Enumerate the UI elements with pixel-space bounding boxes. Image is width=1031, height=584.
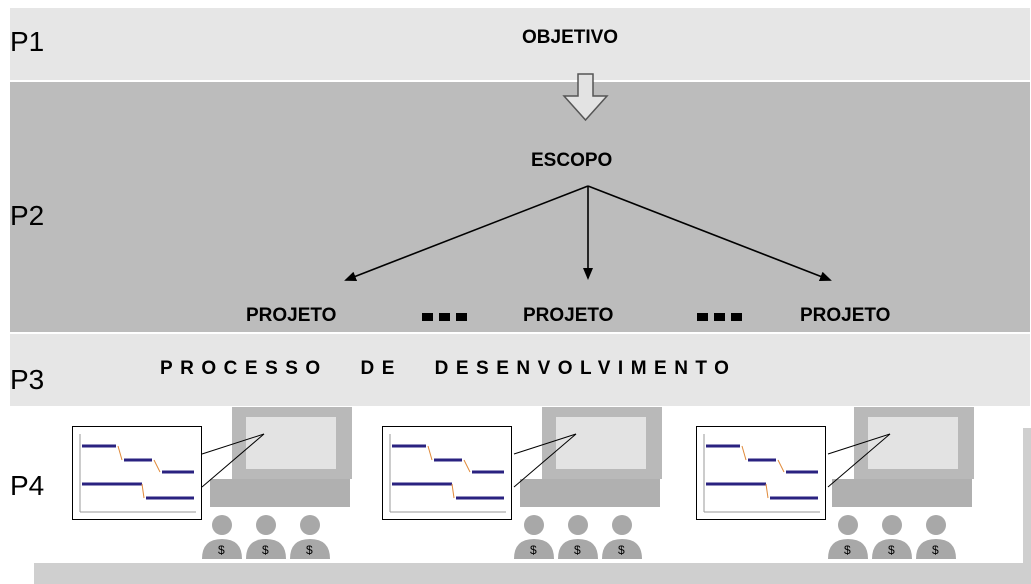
person-icon	[514, 515, 642, 559]
computer-icon	[520, 407, 662, 507]
computer-icon	[832, 407, 974, 507]
gantt-chart-bars	[79, 434, 196, 513]
band-p2	[10, 82, 1030, 332]
level-label-p1: P1	[10, 26, 45, 57]
project-label-1: PROJETO	[246, 305, 337, 326]
callout-pointer	[513, 433, 577, 488]
callout-pointer	[201, 433, 265, 488]
objetivo-label: OBJETIVO	[522, 27, 619, 48]
currency-1a: $	[218, 543, 225, 557]
currency-2c: $	[618, 543, 625, 557]
callout-pointer	[827, 433, 891, 488]
level-label-p2: P2	[10, 200, 45, 231]
currency-3c: $	[932, 543, 939, 557]
processo-label: PROCESSO DE DESENVOLVIMENTO	[160, 358, 737, 379]
project-label-3: PROJETO	[800, 305, 891, 326]
gantt-chart-bars	[703, 434, 820, 513]
person-icon	[828, 515, 956, 559]
ellipsis-dots-2	[697, 313, 742, 321]
bottom-bar	[34, 563, 1031, 584]
computer-icon	[210, 407, 352, 507]
currency-3b: $	[888, 543, 895, 557]
currency-2a: $	[530, 543, 537, 557]
level-label-p4: P4	[10, 470, 45, 501]
currency-3a: $	[844, 543, 851, 557]
currency-1b: $	[262, 543, 269, 557]
down-arrow-icon	[562, 73, 609, 122]
ellipsis-dots-1	[422, 313, 467, 321]
person-icon	[202, 515, 330, 559]
escopo-label: ESCOPO	[531, 150, 613, 171]
level-label-p3: P3	[10, 364, 45, 395]
project-label-2: PROJETO	[523, 305, 614, 326]
band-p3	[10, 334, 1030, 406]
currency-1c: $	[306, 543, 313, 557]
band-p1	[10, 8, 1030, 80]
currency-2b: $	[574, 543, 581, 557]
right-edge-bar	[1023, 428, 1031, 563]
gantt-chart-bars	[389, 434, 506, 513]
